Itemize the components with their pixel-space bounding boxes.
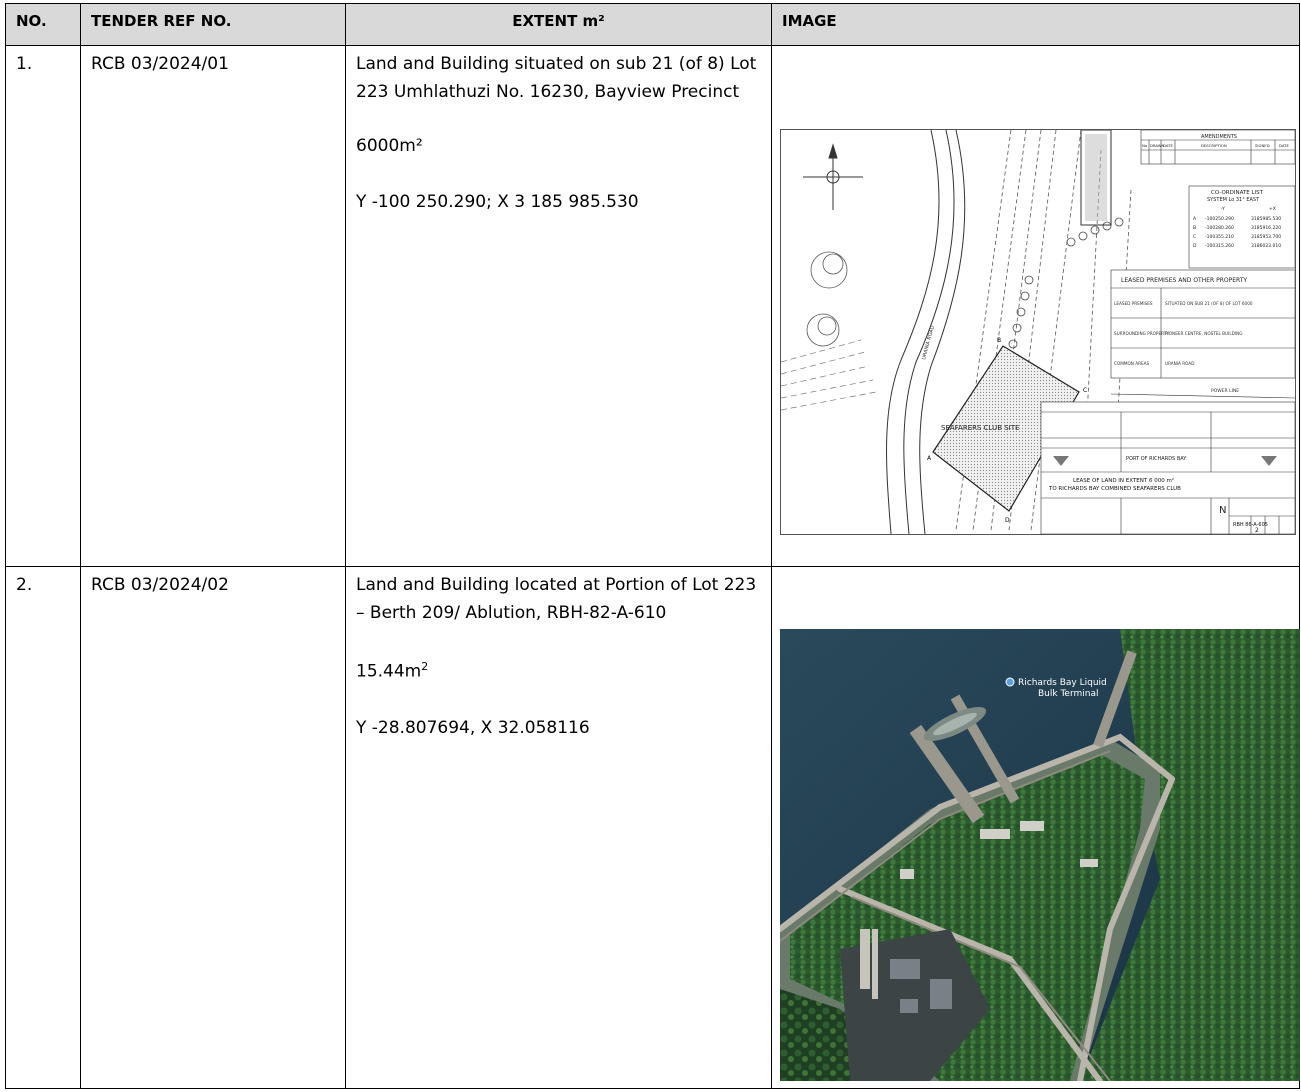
coord-col-x: +X	[1269, 206, 1276, 212]
amendments-title: AMENDMENTS	[1201, 134, 1237, 140]
extent-value: 6000m²	[356, 136, 423, 156]
tender-ref: RCB 03/2024/02	[91, 575, 229, 595]
satellite-image: Richards Bay Liquid Bulk Terminal	[780, 629, 1300, 1081]
coord-c-x: 3185953.700	[1251, 234, 1281, 240]
table-header-row: NO. TENDER REF NO. EXTENT m² IMAGE	[5, 3, 1300, 46]
lease-line-2: TO RICHARDS BAY COMBINED SEAFARERS CLUB	[1048, 486, 1181, 492]
amend-col-date: DATE	[1163, 143, 1173, 148]
tender-ref: RCB 03/2024/01	[91, 54, 229, 74]
coord-list-title: CO-ORDINATE LIST	[1211, 190, 1264, 196]
tender-ref-cell: RCB 03/2024/01	[80, 45, 346, 567]
coord-c-y: -100355.210	[1205, 234, 1234, 240]
table-row: 2. RCB 03/2024/02 Land and Building loca…	[5, 566, 1300, 1089]
north-symbol: N	[1219, 505, 1226, 516]
leased-val-2: PIONEER CENTRE, NOSTEL BUILDING	[1165, 331, 1243, 336]
coord-a-x: 3185985.530	[1251, 216, 1281, 222]
tender-table: NO. TENDER REF NO. EXTENT m² IMAGE 1. RC…	[5, 3, 1300, 1089]
sheet-number: 2	[1255, 527, 1259, 534]
coord-pt-c: C	[1193, 234, 1196, 240]
site-plan-drawing: SEAFARERS CLUB SITE A B C D URANIA ROAD	[780, 129, 1296, 535]
leased-key-1: LEASED PREMISES	[1114, 301, 1153, 306]
row-number-cell: 1.	[5, 45, 81, 567]
leased-key-2: SURROUNDING PROPERTY	[1114, 331, 1169, 336]
coord-system: SYSTEM Lo 31° EAST	[1207, 197, 1260, 203]
tender-ref-cell: RCB 03/2024/02	[80, 566, 346, 1089]
point-a-label: A	[927, 455, 932, 462]
coord-pt-d: D	[1193, 243, 1197, 249]
row-number: 2.	[16, 575, 33, 595]
lease-line-1: LEASE OF LAND IN EXTENT 6 000 m²	[1073, 477, 1174, 484]
extent-value: 15.44m2	[356, 653, 761, 686]
header-tender-ref: TENDER REF NO.	[80, 3, 346, 46]
extent-cell: Land and Building located at Portion of …	[345, 566, 772, 1089]
coord-d-y: -100315.260	[1205, 243, 1234, 249]
port-label: PORT OF RICHARDS BAY	[1126, 456, 1187, 462]
point-c-label: C	[1083, 387, 1087, 394]
extent-superscript: 2	[421, 660, 429, 673]
coord-col-y: -Y	[1221, 206, 1225, 212]
image-cell: SEAFARERS CLUB SITE A B C D URANIA ROAD	[771, 45, 1300, 567]
row-number: 1.	[16, 54, 33, 74]
point-b-label: B	[997, 337, 1001, 344]
coord-b-y: -100280.260	[1205, 225, 1234, 231]
leased-val-1: SITUATED ON SUB 21 (OF 8) OF LOT 6000	[1165, 301, 1253, 306]
location-pin-icon	[1005, 677, 1015, 687]
leased-val-3: URANIA ROAD	[1165, 361, 1194, 366]
coord-b-x: 3185916.220	[1251, 225, 1281, 231]
coord-pt-b: B	[1193, 225, 1196, 231]
header-image: IMAGE	[771, 3, 1300, 46]
table-row: 1. RCB 03/2024/01 Land and Building situ…	[5, 45, 1300, 567]
row-number-cell: 2.	[5, 566, 81, 1089]
image-cell: Richards Bay Liquid Bulk Terminal	[771, 566, 1300, 1089]
amend-col-signed: SIGNED	[1255, 143, 1270, 148]
coord-a-y: -100250.290	[1205, 216, 1234, 222]
leased-title: LEASED PREMISES AND OTHER PROPERTY	[1121, 277, 1247, 284]
terminal-label-1: Richards Bay Liquid	[1018, 678, 1107, 688]
property-description: Land and Building located at Portion of …	[356, 575, 757, 623]
coordinates: Y -100 250.290; X 3 185 985.530	[356, 192, 639, 212]
leased-key-3: COMMON AREAS	[1114, 361, 1149, 366]
drawing-number: RBH 86-A-605	[1233, 522, 1268, 528]
extent-cell: Land and Building situated on sub 21 (of…	[345, 45, 772, 567]
point-d-label: D	[1005, 517, 1010, 524]
road-label: URANIA ROAD	[921, 325, 936, 361]
extent-base: 15.44m	[356, 661, 422, 682]
amend-col-description: DESCRIPTION	[1201, 143, 1227, 148]
amend-col-drawn: DRAWN	[1150, 143, 1165, 148]
terminal-label-2: Bulk Terminal	[1038, 689, 1099, 699]
coord-pt-a: A	[1193, 216, 1197, 222]
header-no: NO.	[5, 3, 81, 46]
amend-col-no: No	[1142, 143, 1148, 148]
site-parcel	[932, 345, 1080, 512]
header-extent: EXTENT m²	[345, 3, 772, 46]
power-line-label: POWER LINE	[1211, 388, 1239, 394]
amend-col-date-2: DATE	[1279, 143, 1289, 148]
coordinates: Y -28.807694, X 32.058116	[356, 717, 590, 738]
property-description: Land and Building situated on sub 21 (of…	[356, 54, 757, 102]
site-label: SEAFARERS CLUB SITE	[941, 424, 1019, 432]
coord-d-x: 3186023.010	[1251, 243, 1281, 249]
